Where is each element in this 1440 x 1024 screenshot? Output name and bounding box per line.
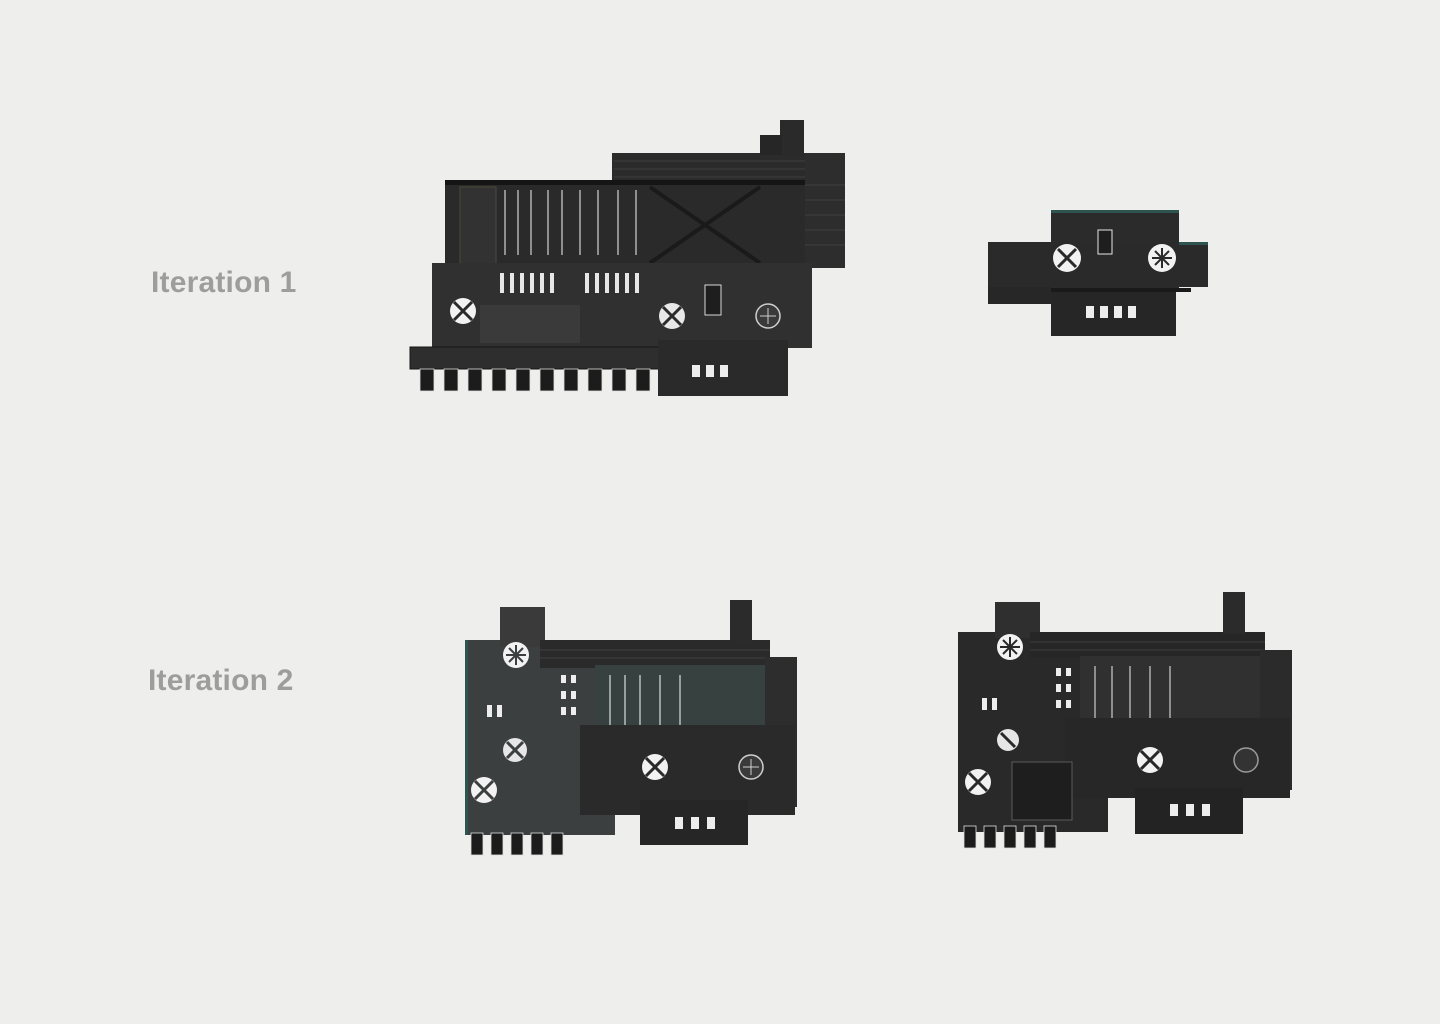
vent-fan-icon [503, 738, 527, 762]
vent-fan-icon [659, 303, 685, 329]
vent-fan-icon [965, 769, 991, 795]
vent-fan-icon [755, 303, 781, 329]
pipe-duct [1030, 632, 1265, 658]
vent-fan-icon [997, 729, 1019, 751]
iteration-2-label: Iteration 2 [148, 664, 294, 697]
small-base [1051, 288, 1176, 336]
vent-fan-icon [503, 642, 529, 668]
chimney [730, 600, 752, 642]
vent-fan-icon [1053, 244, 1081, 272]
pipe-duct [540, 640, 770, 668]
tower [500, 607, 545, 647]
vent-fan-icon [1137, 747, 1163, 773]
right-pipe-duct [805, 153, 845, 268]
vent-fan-icon [471, 777, 497, 803]
iteration-2-right-structure [958, 592, 1292, 849]
chimney [1223, 592, 1245, 634]
chimney [780, 120, 804, 156]
vent-fan-icon [450, 298, 476, 324]
iteration-1-small-structure [988, 210, 1208, 336]
vent-fan-icon [1148, 244, 1176, 272]
vent-fan-icon [642, 754, 668, 780]
vent-fan-icon [997, 634, 1023, 660]
iteration-1-large-structure [409, 120, 845, 396]
iteration-2-left-structure [465, 600, 797, 856]
vent-fan-icon [1233, 747, 1259, 773]
vent-fan-icon [738, 754, 764, 780]
base-platform [409, 346, 661, 370]
iteration-1-label: Iteration 1 [151, 266, 297, 299]
